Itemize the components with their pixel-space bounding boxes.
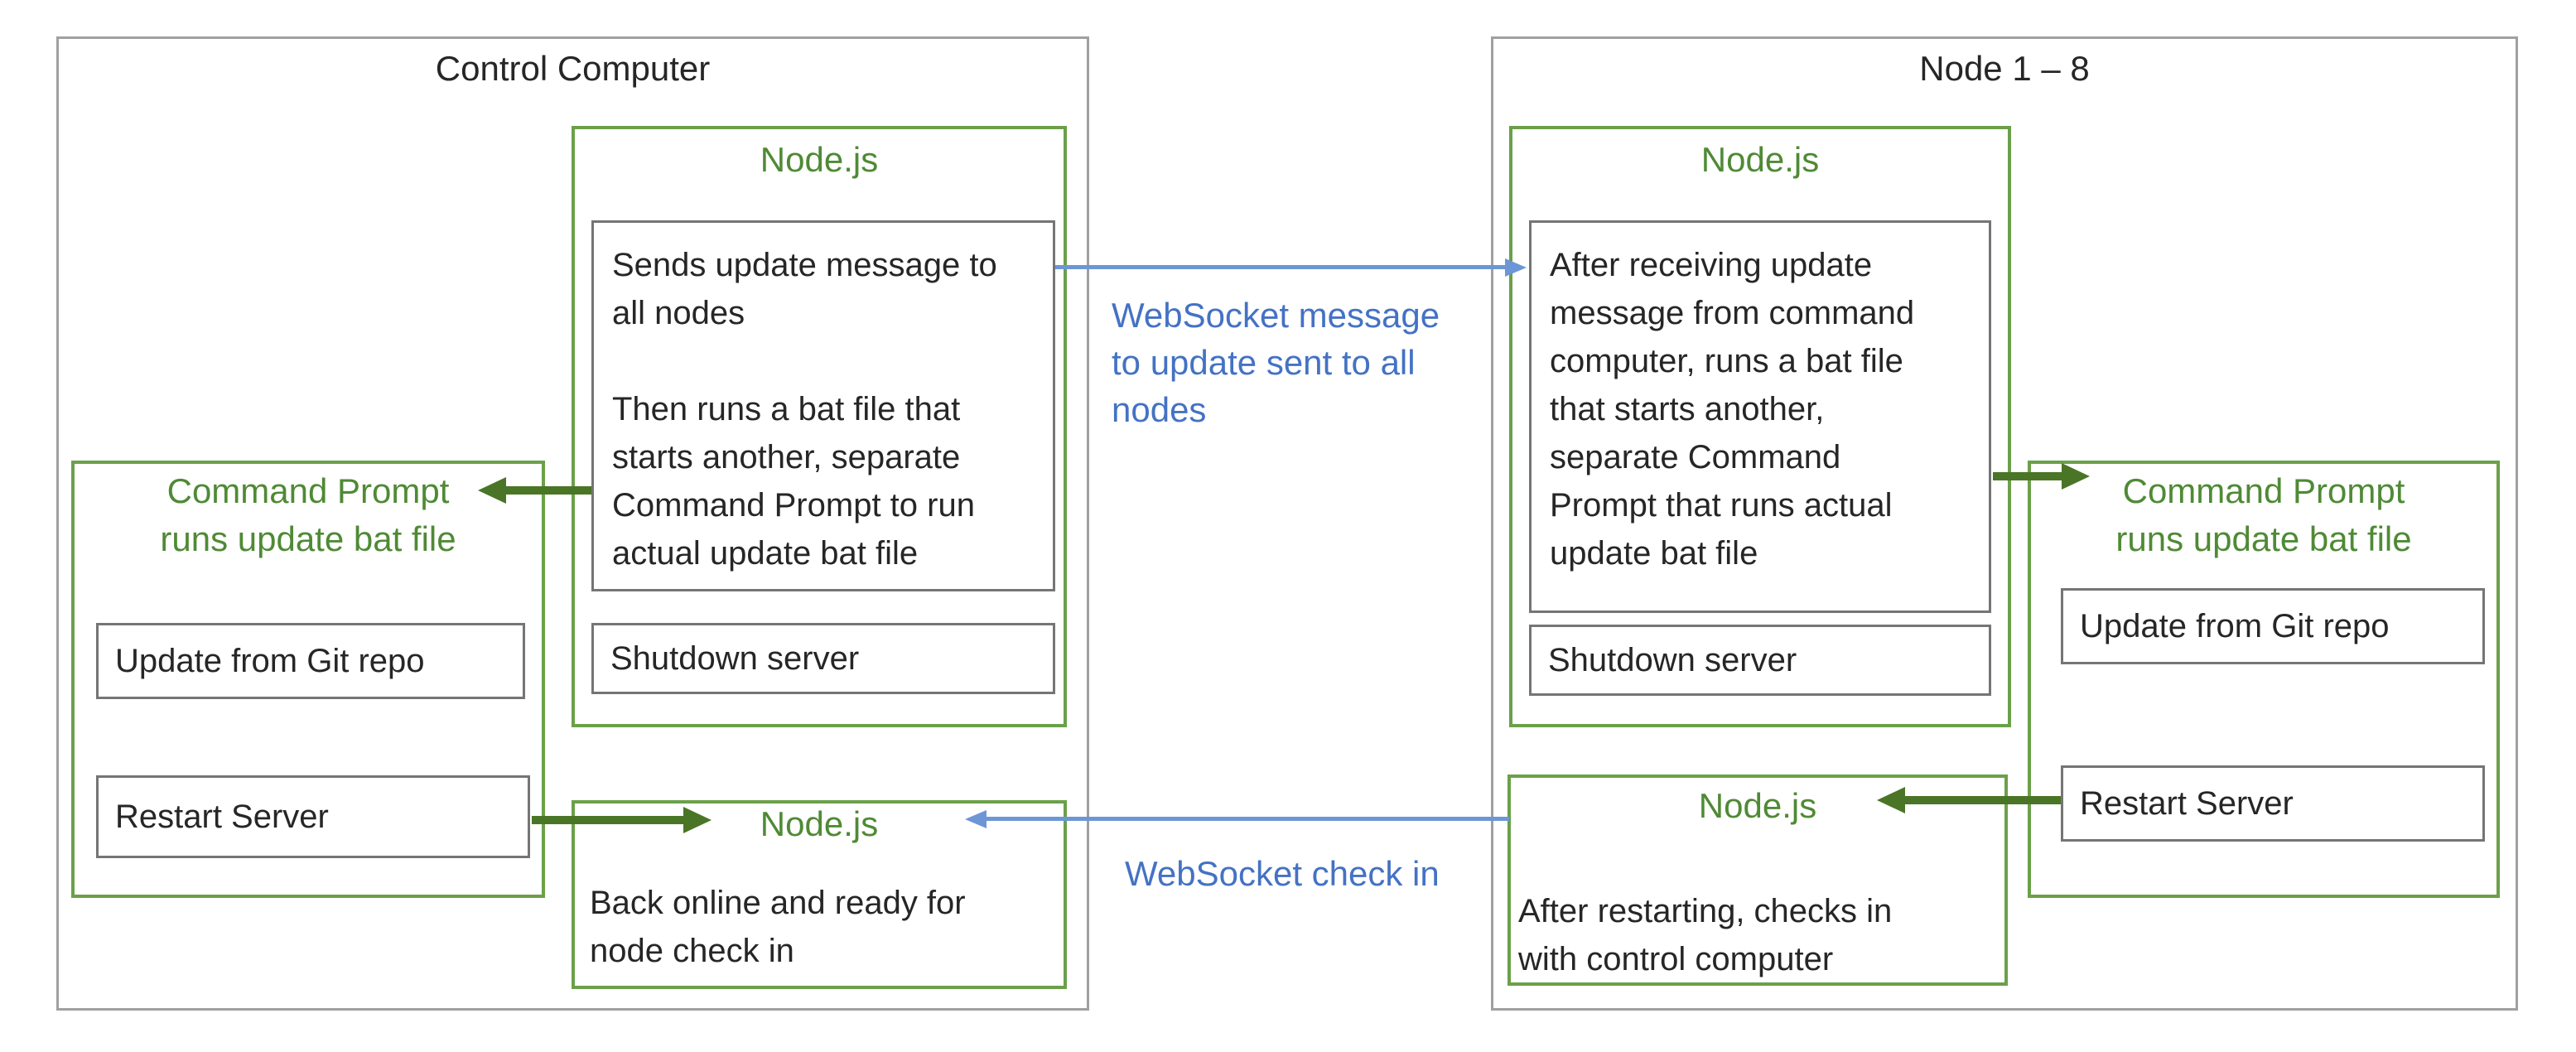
control-command-prompt-title: Command Prompt runs update bat file	[160, 471, 456, 558]
control-nodejs-bottom-title: Node.js	[760, 804, 879, 843]
control-send-update-message-text: Sends update message to all nodes Then r…	[612, 247, 997, 572]
websocket-update-label: WebSocket message to update sent to all …	[1112, 296, 1440, 429]
websocket-update-arrow	[1055, 265, 1506, 269]
node-nodejs-bottom-text: After restarting, checks in with control…	[1518, 893, 1893, 977]
websocket-checkin-label: WebSocket check in	[1125, 854, 1440, 893]
control-update-git-label: Update from Git repo	[115, 642, 425, 679]
node-update-git-label: Update from Git repo	[2080, 607, 2390, 644]
control-send-update-message-box: Sends update message to all nodes Then r…	[591, 220, 1055, 591]
node-receive-update-message-text: After receiving update message from comm…	[1550, 247, 1915, 572]
control-update-git-box: Update from Git repo	[96, 623, 525, 699]
control-restart-server-box: Restart Server	[96, 775, 530, 858]
node-receive-update-message-box: After receiving update message from comm…	[1529, 220, 1991, 613]
nodejs-to-command-prompt-arrow-right	[1993, 472, 2062, 480]
node-restart-server-box: Restart Server	[2061, 765, 2485, 842]
control-shutdown-server-label: Shutdown server	[610, 639, 860, 677]
node-command-prompt-title: Command Prompt runs update bat file	[2115, 471, 2412, 558]
restart-to-nodejs-arrow-right	[1904, 796, 2061, 804]
websocket-checkin-arrow	[986, 817, 1509, 821]
node-shutdown-server-label: Shutdown server	[1548, 641, 1797, 678]
node-restart-server-label: Restart Server	[2080, 784, 2294, 822]
restart-to-nodejs-arrow-left	[532, 816, 684, 824]
control-nodejs-bottom-text: Back online and ready for node check in	[590, 885, 966, 969]
node-shutdown-server-box: Shutdown server	[1529, 625, 1991, 696]
nodejs-to-command-prompt-arrow-left	[505, 486, 591, 495]
nodes-title: Node 1 – 8	[1919, 49, 2090, 88]
control-shutdown-server-box: Shutdown server	[591, 623, 1055, 694]
node-nodejs-bottom-title: Node.js	[1698, 786, 1817, 825]
node-update-git-box: Update from Git repo	[2061, 588, 2485, 664]
node-nodejs-bottom-box	[1507, 775, 2008, 986]
control-nodejs-top-title: Node.js	[760, 140, 879, 179]
control-restart-server-label: Restart Server	[115, 798, 329, 835]
control-nodejs-bottom-box	[572, 800, 1067, 989]
node-nodejs-top-title: Node.js	[1700, 140, 1820, 179]
control-computer-title: Control Computer	[435, 49, 711, 88]
